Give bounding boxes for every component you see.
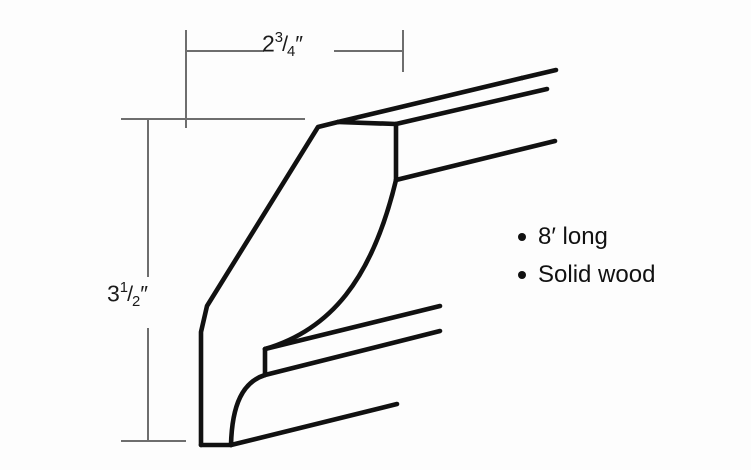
spec-list-item-label: Solid wood bbox=[538, 261, 656, 288]
height-unit-symbol: ″ bbox=[140, 281, 149, 307]
length-line-fillet-top bbox=[262, 303, 443, 352]
length-line-fillet-bottom bbox=[262, 328, 443, 378]
length-line-foot-bottom bbox=[228, 401, 400, 448]
height-fraction: 1/2 bbox=[120, 281, 140, 310]
width-whole-number: 2 bbox=[262, 30, 275, 57]
width-fraction: 3/4 bbox=[275, 31, 295, 60]
spec-list-item: 8′ long bbox=[512, 218, 655, 256]
profile-front-face-left bbox=[198, 119, 341, 448]
width-dimension-label: 23/4″ bbox=[262, 30, 304, 61]
profile-top-fascia-front bbox=[335, 119, 399, 127]
bullet-icon bbox=[518, 233, 526, 241]
width-unit-symbol: ″ bbox=[295, 31, 304, 57]
width-fraction-slash: / bbox=[282, 31, 289, 56]
height-fraction-numerator: 1 bbox=[119, 280, 129, 296]
width-fraction-denominator: 4 bbox=[287, 44, 296, 61]
profile-upper-cove-curve bbox=[262, 177, 399, 352]
spec-list-item-label: 8′ long bbox=[538, 223, 608, 250]
length-line-riser-bottom bbox=[393, 138, 558, 183]
height-dimension-label: 31/2″ bbox=[107, 280, 149, 311]
perspective-length-lines bbox=[228, 67, 559, 448]
bullet-icon bbox=[518, 271, 526, 279]
length-line-top-back-far bbox=[519, 67, 559, 81]
product-spec-list: 8′ long Solid wood bbox=[512, 218, 655, 294]
spec-list-item: Solid wood bbox=[512, 256, 655, 294]
dimension-lines bbox=[121, 30, 404, 442]
length-line-top-front bbox=[393, 86, 550, 127]
height-fraction-slash: / bbox=[127, 281, 134, 306]
molding-body-outline bbox=[198, 119, 399, 448]
length-line-top-back bbox=[335, 75, 525, 125]
height-fraction-denominator: 2 bbox=[132, 294, 141, 311]
profile-lower-cove-curve bbox=[228, 372, 268, 448]
width-fraction-numerator: 3 bbox=[274, 30, 284, 46]
height-whole-number: 3 bbox=[107, 280, 120, 307]
